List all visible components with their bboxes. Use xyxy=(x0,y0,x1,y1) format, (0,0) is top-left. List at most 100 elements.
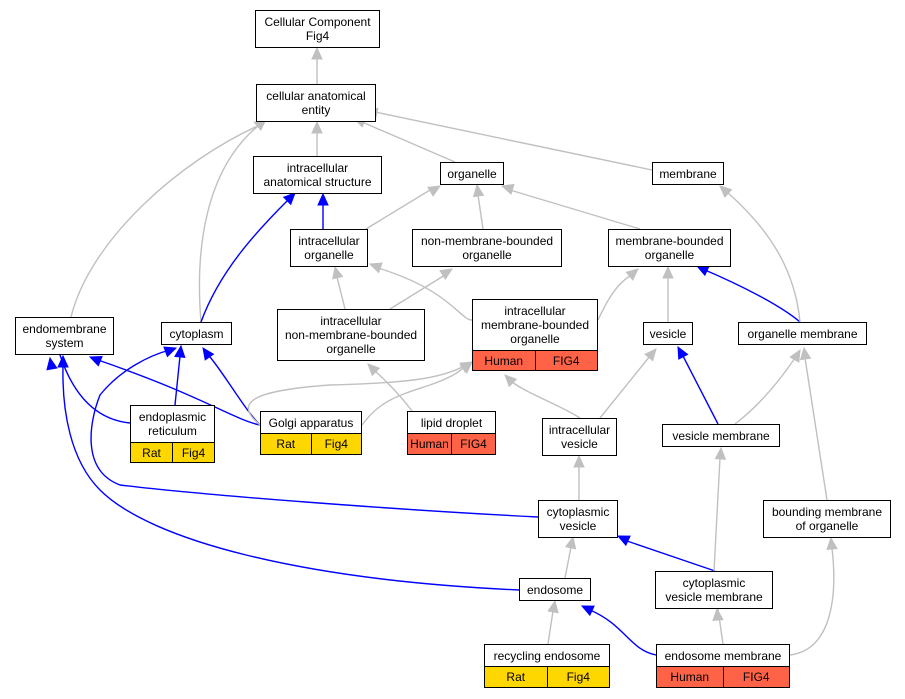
node-intracellular-anatomical-structure[interactable]: intracellular anatomical structure xyxy=(253,156,382,194)
node-endomembrane-system[interactable]: endomembrane system xyxy=(15,317,114,355)
gene-label: FIG4 xyxy=(722,667,790,687)
edge-cv-iv xyxy=(573,454,585,500)
edge-cytoplasm-ias xyxy=(200,192,296,323)
edge-vm-om-arrowhead xyxy=(789,348,801,363)
edge-om-mbo-arrowhead xyxy=(695,265,710,277)
node-intracellular-vesicle[interactable]: intracellular vesicle xyxy=(542,418,617,456)
edge-er-imbo-arrowhead xyxy=(459,361,473,374)
edge-cytoplasm-cae xyxy=(198,118,267,323)
node-vesicle-membrane[interactable]: vesicle membrane xyxy=(662,424,780,447)
edge-imbo-mbo-arrowhead xyxy=(625,268,639,281)
edge-recycling-endosome xyxy=(547,599,559,645)
node-non-membrane-bounded-organelle[interactable]: non-membrane-bounded organelle xyxy=(412,229,562,267)
edge-er-imbo xyxy=(361,361,473,426)
node-intracellular-non-membrane-bounded-organelle[interactable]: intracellular non-membrane-bounded organ… xyxy=(277,309,425,361)
edge-golgi-cytoplasm-arrowhead xyxy=(202,347,215,361)
gene-label: Fig4 xyxy=(172,443,214,462)
node-bounding-membrane-of-organelle[interactable]: bounding membrane of organelle xyxy=(763,500,891,538)
edge-nmbo-organelle-arrowhead xyxy=(472,183,485,198)
edge-cvm-vm-arrowhead xyxy=(714,446,727,460)
edge-mbo-organelle-arrowhead xyxy=(500,183,515,195)
edge-inmbo-nmbo-arrowhead xyxy=(439,268,454,280)
edge-cytoplasm-ias-arrowhead xyxy=(282,192,296,206)
edge-cv-cytoplasm-arrowhead xyxy=(163,346,178,358)
edge-om-membrane xyxy=(719,185,801,323)
edge-em-endosome-arrowhead xyxy=(580,605,595,617)
edge-io-ias xyxy=(317,192,329,229)
edge-er-cytoplasm-arrowhead xyxy=(174,344,186,359)
edge-vesicle-mbo xyxy=(662,265,674,322)
edge-iv-imbo-arrowhead xyxy=(504,374,518,388)
node-intracellular-membrane-bounded-organelle[interactable]: intracellular membrane-bounded organelle xyxy=(472,299,598,351)
edge-inmbo-io-arrowhead xyxy=(332,265,344,280)
annotation-row-lipid: Human FIG4 xyxy=(407,433,496,455)
node-endosome-membrane[interactable]: endosome membrane xyxy=(656,644,790,667)
edge-iv-imbo xyxy=(504,374,581,419)
species-label: Rat xyxy=(506,670,526,684)
edge-cae-root xyxy=(311,46,323,84)
edge-io-organelle-arrowhead xyxy=(427,185,442,197)
edge-om-membrane-arrowhead xyxy=(719,185,733,198)
edge-endomembrane-er-arrowhead xyxy=(46,356,58,371)
edge-cvm-vm xyxy=(713,446,727,572)
species-label: Human xyxy=(410,437,449,451)
species-label: Human xyxy=(670,670,710,684)
gene-label: Fig4 xyxy=(310,434,362,454)
edge-ias-cae-arrowhead xyxy=(311,120,323,134)
node-vesicle[interactable]: vesicle xyxy=(643,322,693,345)
node-intracellular-organelle[interactable]: intracellular organelle xyxy=(290,229,368,267)
annotation-row-em: Human FIG4 xyxy=(656,666,790,688)
edge-mbo-organelle xyxy=(500,183,641,230)
node-cellular-anatomical-entity[interactable]: cellular anatomical entity xyxy=(256,84,376,122)
gene-label: FIG4 xyxy=(451,434,495,454)
edge-imbo-mbo xyxy=(597,268,639,321)
species-label: Human xyxy=(484,353,524,368)
annotation-row-golgi: Rat Fig4 xyxy=(260,433,362,455)
edge-endomembrane-er xyxy=(46,354,131,424)
edge-vm-om xyxy=(734,348,801,425)
edge-recycling-endosome-arrowhead xyxy=(547,599,559,614)
annotation-row-recycling: Rat Fig4 xyxy=(484,666,610,688)
edge-cae-root-arrowhead xyxy=(311,46,323,60)
edge-golgi-endomembrane-arrowhead xyxy=(88,355,103,367)
edge-imbo-io xyxy=(368,262,473,321)
edge-inmbo-io xyxy=(332,265,346,310)
edge-em-endosome xyxy=(580,605,657,656)
edge-lipid-inmbo-arrowhead xyxy=(367,363,381,377)
node-organelle[interactable]: organelle xyxy=(440,162,504,185)
edge-em-bmo-arrowhead xyxy=(826,536,838,550)
edge-nmbo-organelle xyxy=(472,183,485,230)
node-recycling-endosome[interactable]: recycling endosome xyxy=(484,644,610,667)
edge-cvm-cv xyxy=(616,535,716,572)
node-cytoplasm[interactable]: cytoplasm xyxy=(161,322,232,345)
edge-endosome-endomembrane-arrowhead xyxy=(57,354,69,368)
edge-em-cvm-arrowhead xyxy=(712,607,724,621)
edge-em-bmo xyxy=(789,536,838,656)
species-label: Rat xyxy=(142,445,161,460)
edge-endosome-endomembrane xyxy=(57,354,520,591)
node-endoplasmic-reticulum[interactable]: endoplasmic reticulum xyxy=(130,405,215,443)
edge-iv-vesicle xyxy=(599,348,657,419)
gene-label: Fig4 xyxy=(546,667,610,687)
edge-imbo-io-arrowhead xyxy=(368,262,383,274)
node-cytoplasmic-vesicle-membrane[interactable]: cytoplasmic vesicle membrane xyxy=(655,571,773,609)
node-membrane[interactable]: membrane xyxy=(652,162,724,185)
edge-vesicle-mbo-arrowhead xyxy=(662,265,674,279)
node-lipid-droplet[interactable]: lipid droplet xyxy=(407,411,496,434)
annotation-row-er: Rat Fig4 xyxy=(130,442,215,463)
node-membrane-bounded-organelle[interactable]: membrane-bounded organelle xyxy=(608,229,731,267)
edge-vm-vesicle-arrowhead xyxy=(677,345,689,360)
node-golgi-apparatus[interactable]: Golgi apparatus xyxy=(260,411,362,434)
edge-iv-vesicle-arrowhead xyxy=(644,348,657,362)
gene-label: FIG4 xyxy=(534,351,598,370)
edge-io-ias-arrowhead xyxy=(317,192,329,206)
edge-cv-cytoplasm xyxy=(90,346,539,518)
edge-endosome-cv xyxy=(564,535,577,579)
edge-em-cvm xyxy=(712,607,724,645)
edge-om-mbo xyxy=(695,265,801,323)
node-organelle-membrane[interactable]: organelle membrane xyxy=(738,322,867,345)
node-cellular-component-root[interactable]: Cellular Component Fig4 xyxy=(255,10,380,48)
node-cytoplasmic-vesicle[interactable]: cytoplasmic vesicle xyxy=(538,500,618,538)
node-endosome[interactable]: endosome xyxy=(519,578,591,601)
